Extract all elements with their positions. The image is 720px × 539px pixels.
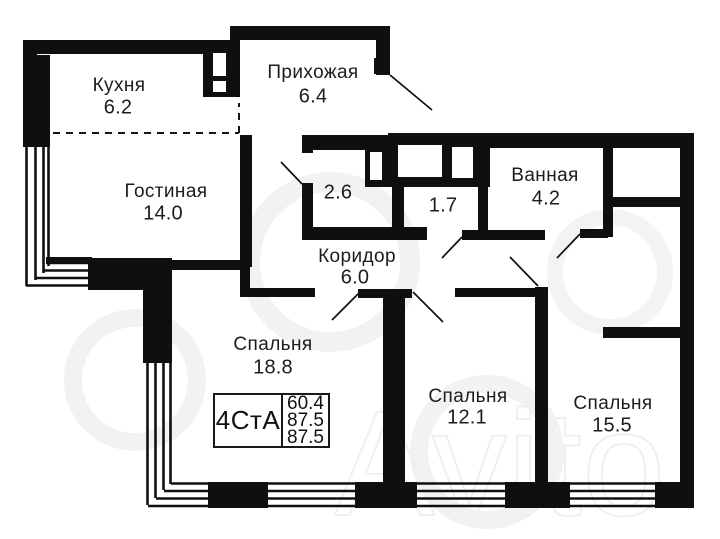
bedroom2-label: Спальня <box>428 386 508 407</box>
bathroom-label: Ванная <box>511 165 579 186</box>
closet-door-swing <box>280 161 303 185</box>
living-room-area: 14.0 <box>143 202 183 225</box>
bedroom3-area: 15.5 <box>592 414 632 437</box>
entrance-door-swing <box>389 74 433 111</box>
bathroom-area: 4.2 <box>531 187 561 210</box>
corridor-area: 6.0 <box>340 266 370 289</box>
bedroom2-door-swing <box>412 291 444 323</box>
living-room-label: Гостиная <box>124 181 208 202</box>
apartment-type-label: 4СтА <box>215 395 283 446</box>
bedroom3-label: Спальня <box>573 393 653 414</box>
ventilation-shaft <box>213 53 473 180</box>
wc-area: 1.7 <box>428 194 458 217</box>
hallway-area: 6.4 <box>298 85 328 108</box>
bedroom3-door-swing <box>509 256 539 287</box>
window-glazing <box>25 146 657 508</box>
bedroom1-door-swing <box>331 291 361 321</box>
kitchen-label: Кухня <box>92 75 146 96</box>
hallway-label: Прихожая <box>267 62 359 83</box>
bathroom-door-swing <box>556 233 581 259</box>
corridor-label: Коридор <box>318 246 396 267</box>
apartment-info-box: 4СтА 60.4 87.5 87.5 <box>213 393 330 448</box>
walls <box>23 26 694 508</box>
bedroom1-label: Спальня <box>233 334 313 355</box>
door-swing-lines <box>280 74 581 323</box>
closet-area: 2.6 <box>323 181 353 204</box>
total-area-value: 60.4 <box>287 393 324 414</box>
kitchen-area: 6.2 <box>103 96 133 119</box>
area-value-3: 87.5 <box>287 427 324 448</box>
wc-door-swing <box>441 236 463 259</box>
area-value-2: 87.5 <box>287 410 324 431</box>
dashed-zone-boundary <box>53 103 240 134</box>
apartment-area-values: 60.4 87.5 87.5 <box>283 393 328 448</box>
bedroom1-area: 18.8 <box>253 356 293 379</box>
bedroom2-area: 12.1 <box>447 406 487 429</box>
